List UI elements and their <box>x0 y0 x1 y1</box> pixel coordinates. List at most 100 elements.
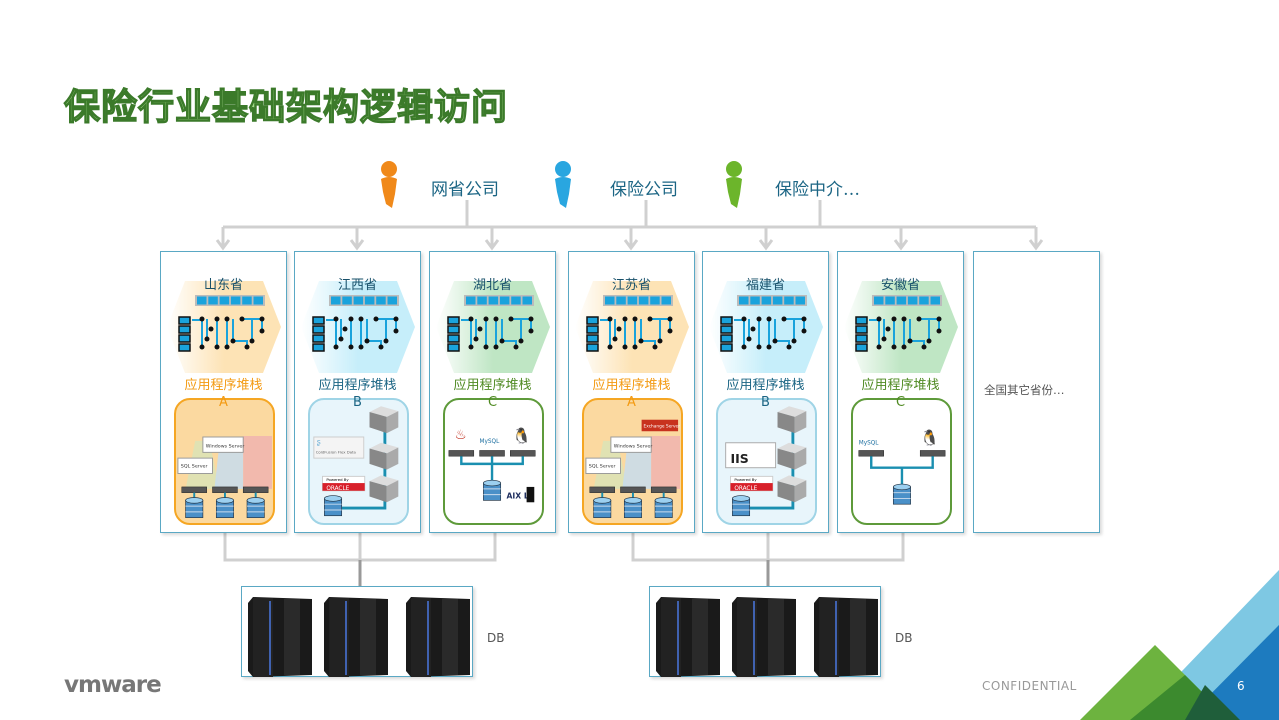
app-stack-letter: A <box>219 395 228 410</box>
province-panel: 山东省 应用程序堆栈 SQL Server Windows Server A <box>160 251 287 533</box>
server-icon <box>212 486 238 493</box>
svg-text:IIS: IIS <box>730 451 748 466</box>
db-cluster-1 <box>241 586 473 677</box>
province-name: 福建省 <box>745 278 785 293</box>
mainframe-server-icon <box>656 597 720 677</box>
svg-text:MySQL: MySQL <box>859 441 880 447</box>
province-panel: 湖北省 应用程序堆栈 ♨MySQL🐧AIX L C <box>429 251 556 533</box>
circuit-icon <box>586 295 673 352</box>
database-icon <box>654 497 673 518</box>
person-orange-icon <box>381 161 397 208</box>
app-stack-label: 应用程序堆栈 <box>318 378 397 393</box>
app-stack-box: ♨MySQL🐧AIX L <box>443 398 544 525</box>
svg-text:MySQL: MySQL <box>480 439 501 445</box>
page-title: 保险行业基础架构逻辑访问 <box>63 86 509 128</box>
mainframe-server-icon <box>248 597 312 677</box>
server-icon <box>589 486 615 493</box>
server-icon <box>479 450 505 457</box>
database-icon <box>732 495 751 517</box>
province-name: 江苏省 <box>611 278 651 293</box>
circuit-icon <box>312 295 399 352</box>
app-stack-letter: C <box>487 395 498 410</box>
circuit-icon <box>447 295 534 352</box>
server-icon <box>858 450 884 457</box>
svg-text:ORACLE: ORACLE <box>734 486 757 492</box>
user-type-label: 保险公司 <box>610 180 678 200</box>
svg-text:🐧: 🐧 <box>920 429 939 447</box>
app-stack-box: MySQL 🐧 <box>851 398 952 525</box>
person-green-icon <box>726 161 742 208</box>
database-icon <box>483 479 502 501</box>
mainframe-server-icon <box>324 597 388 677</box>
server-icon <box>620 486 646 493</box>
app-stack-letter: B <box>761 395 770 410</box>
svg-text:🐧: 🐧 <box>512 427 531 445</box>
network-hex-graphic <box>709 281 823 373</box>
app-stack-box: SQL Server Windows Server Exchange Server <box>582 398 683 525</box>
svg-text:ʂ: ʂ <box>317 438 321 447</box>
network-hex-graphic <box>575 281 689 373</box>
database-icon <box>215 497 234 518</box>
panel-other-provinces: 全国其它省份… <box>973 251 1100 533</box>
corner-decoration <box>1080 570 1279 720</box>
svg-text:ORACLE: ORACLE <box>326 486 349 492</box>
province-panel: 安徽省 应用程序堆栈 MySQL 🐧 C <box>837 251 964 533</box>
database-icon <box>246 497 265 518</box>
svg-text:SQL Server: SQL Server <box>589 464 616 470</box>
province-panel: 江苏省 应用程序堆栈 SQL Server Windows Server Excha… <box>568 251 695 533</box>
user-type-label: 网省公司 <box>431 180 499 200</box>
network-hex-graphic <box>844 281 958 373</box>
province-panel: 福建省 应用程序堆栈 IIS Powered By ORACLE B <box>702 251 829 533</box>
app-stack-letter: C <box>895 395 906 410</box>
other-provinces-label: 全国其它省份… <box>984 383 1065 397</box>
server-icon <box>510 450 536 457</box>
mainframe-server-icon <box>732 597 796 677</box>
app-stack-label: 应用程序堆栈 <box>726 378 805 393</box>
confidential-label: CONFIDENTIAL <box>982 679 1077 693</box>
network-hex-graphic <box>167 281 281 373</box>
svg-text:Windows Server: Windows Server <box>206 444 245 450</box>
province-name: 山东省 <box>203 278 243 293</box>
province-name: 湖北省 <box>472 278 512 293</box>
province-name: 安徽省 <box>880 278 920 293</box>
server-icon <box>919 450 946 457</box>
app-stack-label: 应用程序堆栈 <box>592 378 671 393</box>
app-stack-letter: B <box>353 395 362 410</box>
database-icon <box>623 497 642 518</box>
server-icon <box>650 486 677 493</box>
mainframe-server-icon <box>406 597 470 677</box>
page-number: 6 <box>1237 679 1245 693</box>
province-name: 江西省 <box>337 278 377 293</box>
app-stack-box: IIS Powered By ORACLE <box>716 398 817 525</box>
svg-text:Powered By: Powered By <box>326 477 349 482</box>
app-stack-label: 应用程序堆栈 <box>861 378 940 393</box>
svg-text:SQL Server: SQL Server <box>181 464 208 470</box>
vmware-logo: vmware <box>64 672 162 698</box>
server-box-icon <box>369 442 399 470</box>
server-box-icon <box>369 406 399 434</box>
svg-text:Exchange Server: Exchange Server <box>644 423 680 429</box>
server-box-icon <box>369 475 399 503</box>
database-icon <box>892 483 911 505</box>
circuit-icon <box>855 295 942 352</box>
app-stack-label: 应用程序堆栈 <box>184 378 263 393</box>
svg-text:Powered By: Powered By <box>734 477 757 482</box>
server-box-icon <box>777 475 807 503</box>
app-stack-letter: A <box>627 395 636 410</box>
server-icon <box>448 450 475 457</box>
app-stack-box: SQL Server Windows Server <box>174 398 275 525</box>
circuit-icon <box>178 295 265 352</box>
app-stack-label: 应用程序堆栈 <box>453 378 532 393</box>
db-label-1: DB <box>487 631 505 645</box>
svg-text:♨: ♨ <box>455 428 467 443</box>
database-icon <box>324 495 343 517</box>
network-hex-graphic <box>301 281 415 373</box>
db-label-2: DB <box>895 631 913 645</box>
network-hex-graphic <box>436 281 550 373</box>
svg-text:Windows Server: Windows Server <box>614 444 653 450</box>
server-box-icon <box>777 406 807 434</box>
mainframe-server-icon <box>814 597 878 677</box>
server-box-icon <box>777 442 807 470</box>
